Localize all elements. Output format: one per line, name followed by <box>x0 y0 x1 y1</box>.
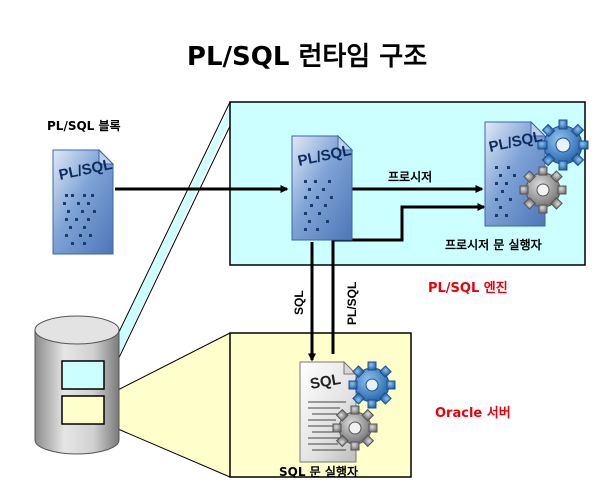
procedure-executor-blue-gear-icon <box>537 119 589 171</box>
database-engine-slot <box>61 360 105 390</box>
engine-projection-edge-bottom <box>103 125 231 390</box>
server-projection-edge-bottom <box>103 422 231 478</box>
oracle-server-label: Oracle 서버 <box>435 406 511 421</box>
sql-executor-gray-gear-icon <box>332 405 378 451</box>
sql-executor-label: SQL 문 실행자 <box>279 465 359 479</box>
plsql-block-document-icon <box>52 148 115 255</box>
server-projection <box>104 333 230 477</box>
plsql-block-label: PL/SQL 블록 <box>47 119 121 133</box>
engine-projection <box>104 107 230 388</box>
procedure-executor-gray-gear-icon <box>519 166 567 214</box>
sql-arrow-label: SQL <box>292 290 306 315</box>
procedure-executor-label: 프로시저 문 실행자 <box>445 238 542 252</box>
procedure-label: 프로시저 <box>388 170 433 184</box>
sql-executor-doc-label: SQL <box>309 371 342 393</box>
sql-executor-blue-gear-icon <box>348 361 396 409</box>
database-server-slot <box>61 395 105 425</box>
plsql-up-arrow <box>331 203 486 354</box>
plsql-arrow-label: PL/SQL <box>345 282 359 325</box>
page-title: PL/SQL 런타임 구조 <box>186 42 428 72</box>
engine-projection-edge-top <box>103 101 231 364</box>
database-cylinder-icon <box>34 315 120 455</box>
server-projection-edge-top <box>103 332 231 398</box>
engine-plsql-document-icon <box>291 134 354 241</box>
plsql-engine-label: PL/SQL 엔진 <box>428 281 508 296</box>
